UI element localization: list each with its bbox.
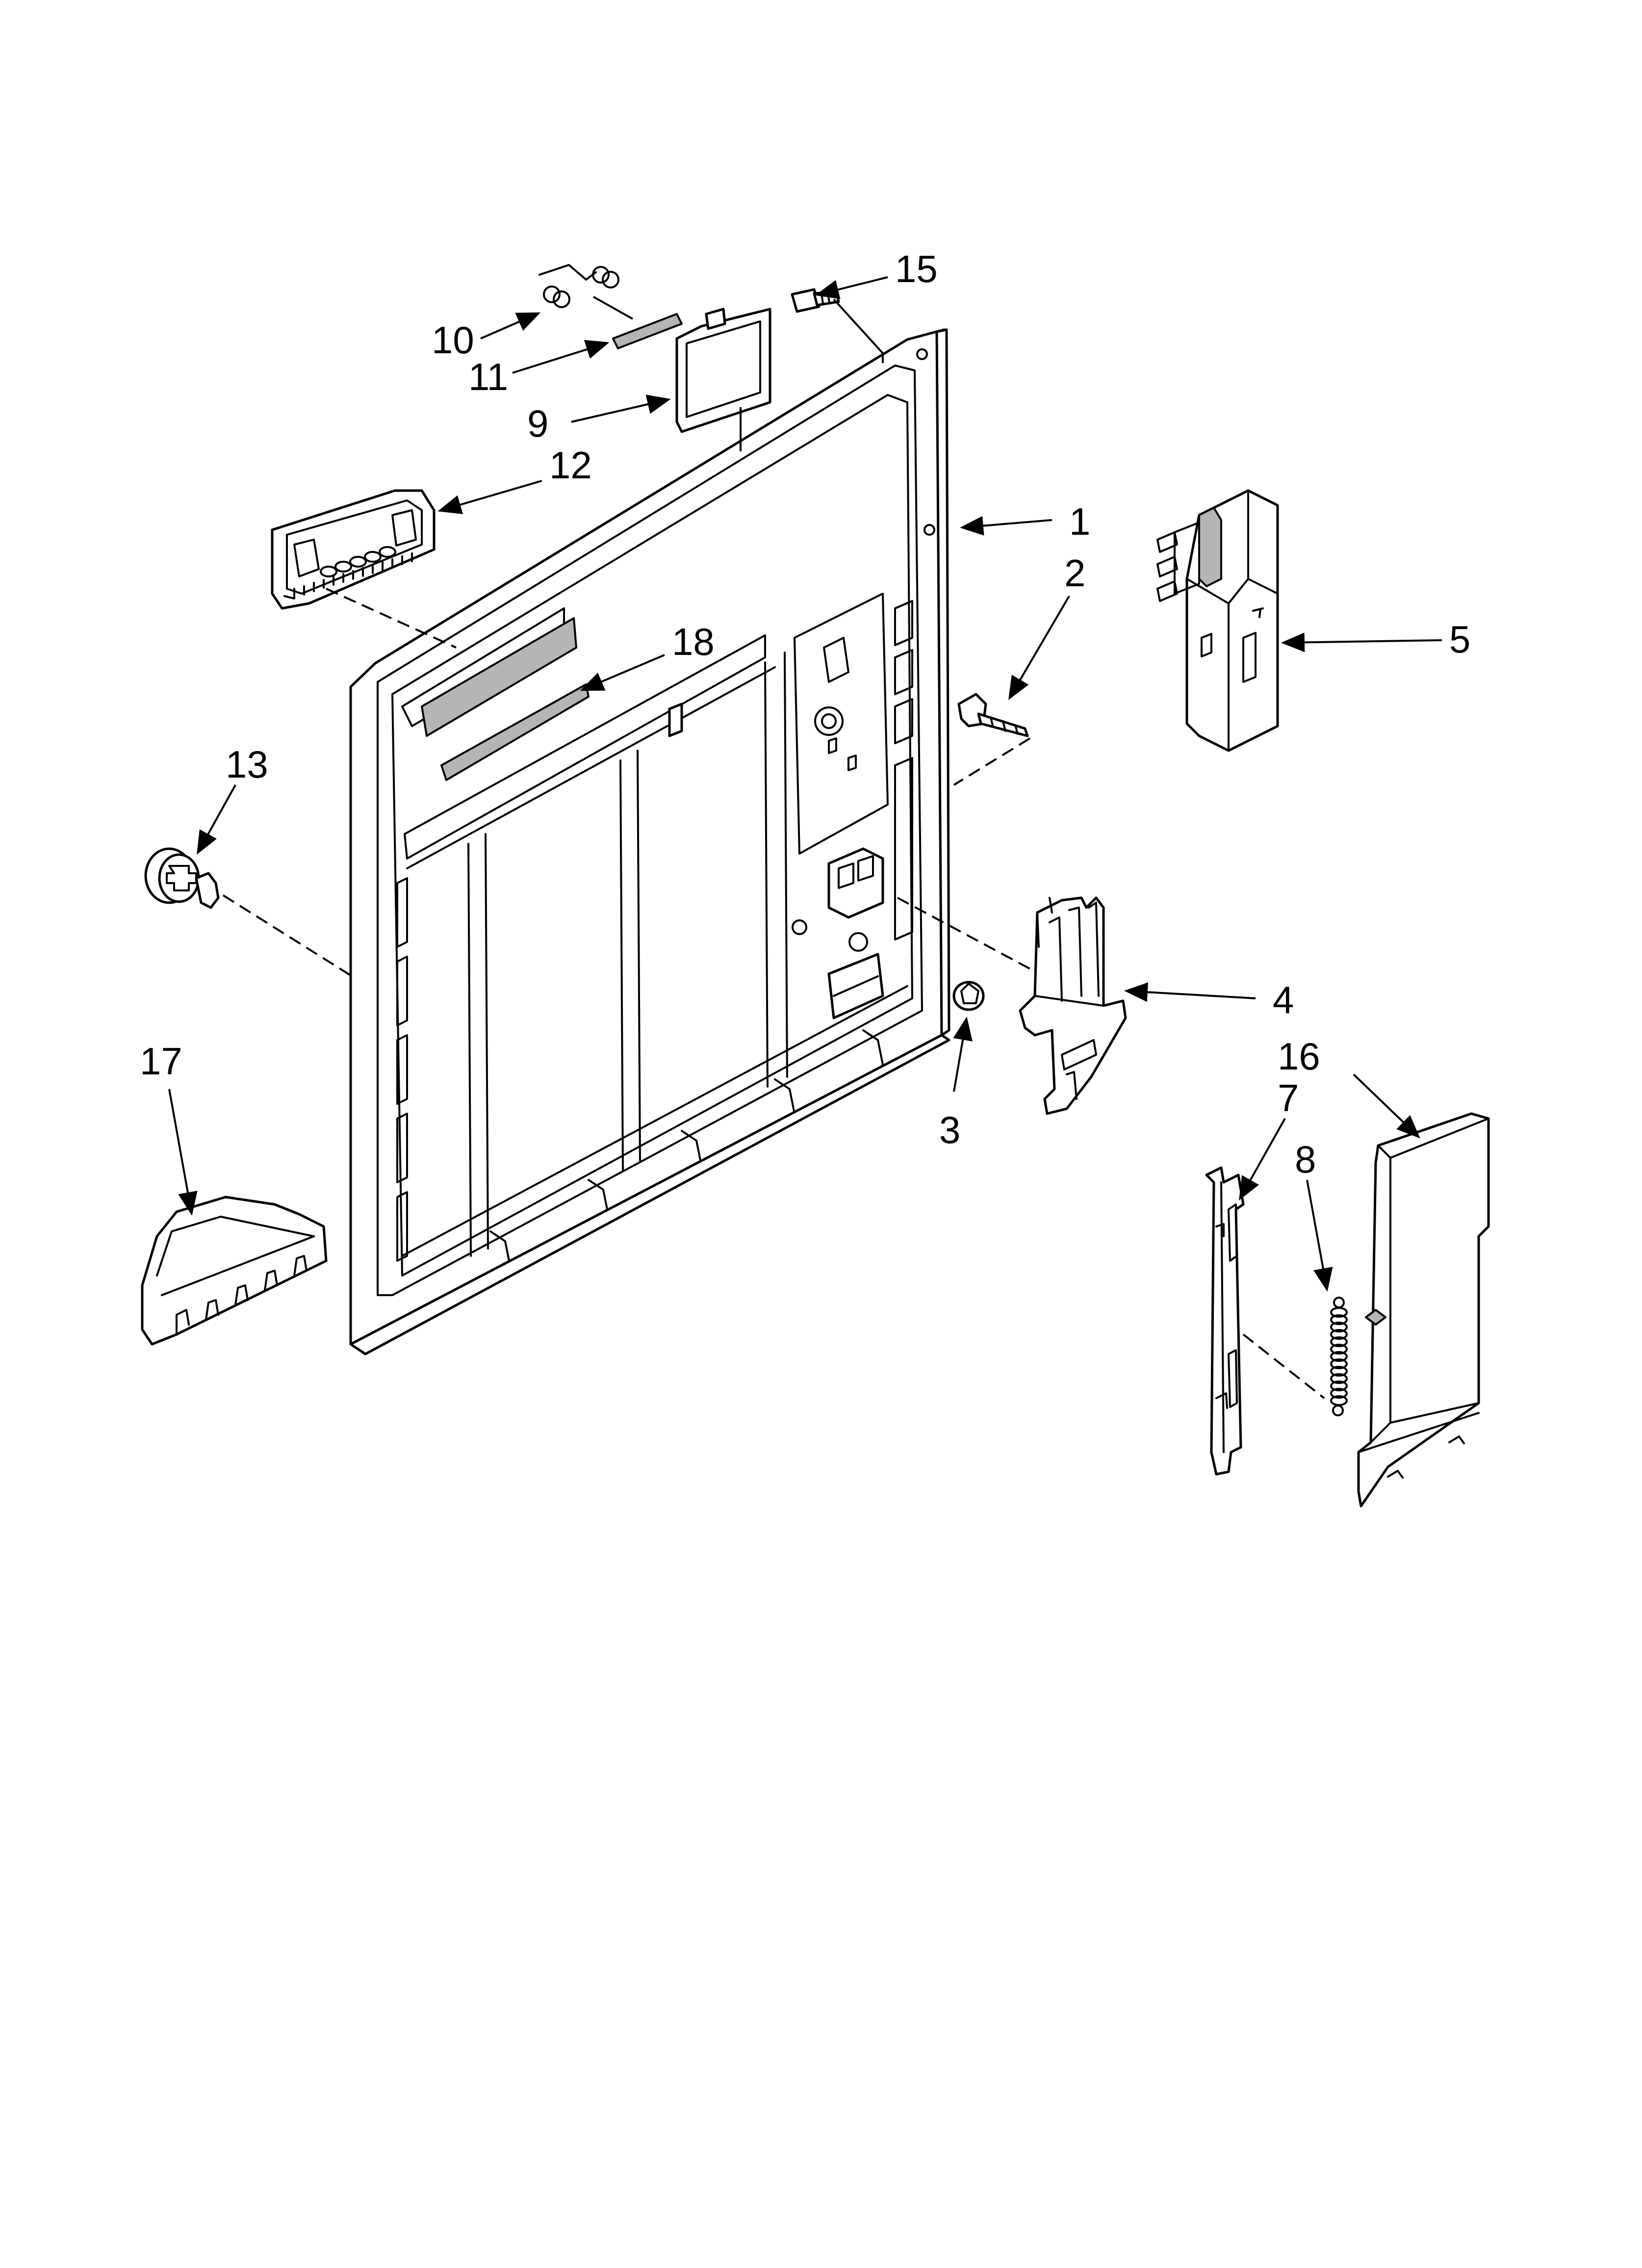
side-trim-icon bbox=[1357, 1112, 1490, 1508]
callout-17: 17 bbox=[140, 1040, 182, 1083]
end-cap-icon bbox=[141, 1196, 328, 1346]
door-catch-pin-icon bbox=[957, 693, 1029, 737]
inner-door-panel-icon bbox=[349, 328, 950, 1356]
hinge-arm-icon bbox=[1205, 1166, 1245, 1476]
assembly-line-12 bbox=[326, 588, 457, 649]
callout-11: 11 bbox=[468, 355, 508, 398]
leader-13 bbox=[197, 784, 236, 855]
latch-assembly-icon bbox=[1156, 489, 1279, 752]
leader-17 bbox=[168, 1089, 198, 1216]
leader-11 bbox=[512, 339, 610, 374]
leader-1 bbox=[960, 516, 1052, 536]
spring-icon bbox=[1330, 1297, 1348, 1416]
assembly-line-2 bbox=[953, 737, 1031, 786]
callout-3: 3 bbox=[939, 1108, 960, 1151]
leader-9 bbox=[571, 394, 671, 423]
leader-2 bbox=[1008, 595, 1070, 700]
callout-5: 5 bbox=[1449, 618, 1470, 661]
callout-10: 10 bbox=[432, 318, 474, 362]
callout-12: 12 bbox=[549, 443, 592, 487]
leader-15 bbox=[815, 276, 888, 299]
leader-18 bbox=[580, 654, 665, 691]
callout-15: 15 bbox=[895, 247, 938, 290]
bumper-icon bbox=[144, 847, 220, 909]
callout-7: 7 bbox=[1278, 1076, 1299, 1120]
callout-labels: 1 2 3 4 5 7 8 9 10 11 12 13 15 16 17 18 bbox=[140, 247, 1470, 1181]
latch-bracket-icon bbox=[1019, 896, 1127, 1115]
leader-8 bbox=[1306, 1179, 1333, 1292]
screw-icon bbox=[791, 288, 840, 313]
assembly-line-13 bbox=[222, 894, 353, 977]
cover-plate-icon bbox=[675, 308, 771, 433]
assembly-line-8 bbox=[1242, 1333, 1325, 1399]
leader-arrows bbox=[168, 276, 1442, 1292]
callout-9: 9 bbox=[527, 402, 548, 445]
leader-16 bbox=[1353, 1073, 1420, 1139]
assembly-line-10 bbox=[593, 296, 633, 320]
callout-1: 1 bbox=[1069, 500, 1090, 543]
callout-16: 16 bbox=[1278, 1035, 1320, 1078]
callout-8: 8 bbox=[1295, 1138, 1316, 1181]
callout-18: 18 bbox=[672, 620, 715, 663]
vent-grille-icon bbox=[271, 489, 436, 610]
spring-clip-icon bbox=[539, 264, 619, 308]
assembly-lines bbox=[222, 296, 1325, 1399]
assembly-line-4 bbox=[897, 897, 1035, 972]
leader-3 bbox=[953, 1017, 973, 1092]
leader-12 bbox=[437, 480, 542, 514]
callout-2: 2 bbox=[1064, 551, 1085, 595]
leader-4 bbox=[1124, 982, 1256, 1002]
pin-rod-icon bbox=[612, 313, 683, 349]
callout-4: 4 bbox=[1273, 978, 1294, 1021]
leader-5 bbox=[1281, 632, 1442, 652]
plug-button-icon bbox=[952, 981, 985, 1011]
leader-10 bbox=[480, 312, 541, 339]
leader-7 bbox=[1239, 1118, 1286, 1200]
callout-13: 13 bbox=[226, 743, 268, 786]
assembly-line-15 bbox=[833, 298, 884, 363]
